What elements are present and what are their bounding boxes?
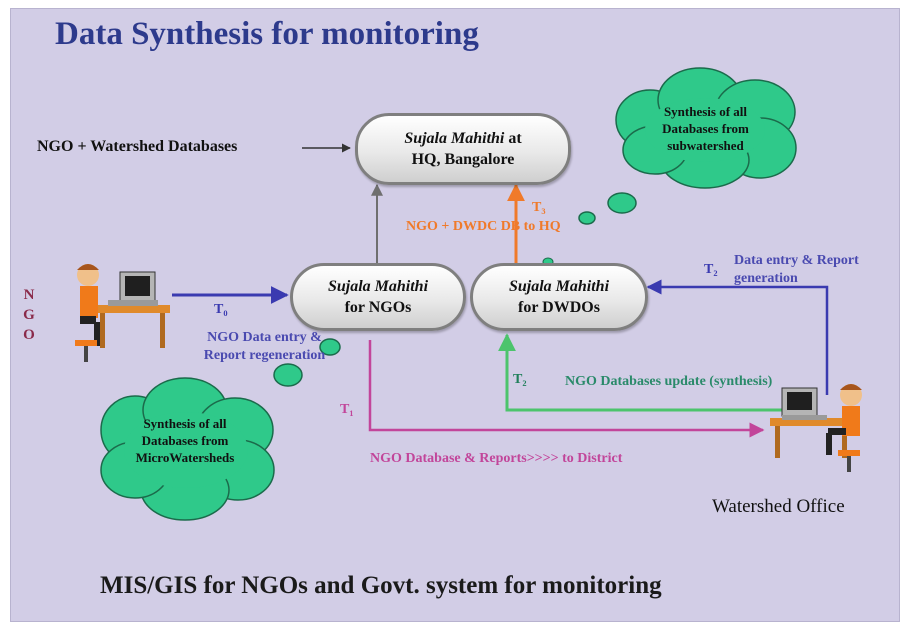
ngo-db-reports-label: NGO Database & Reports>>>> to District xyxy=(370,451,623,466)
ngo-dwdc-db-label: NGO + DWDC DB to HQ xyxy=(406,219,561,234)
t1-label: T₁ xyxy=(340,402,354,417)
ngo-db-update-label: NGO Databases update (synthesis) xyxy=(565,374,773,389)
cloud-bottom-left xyxy=(100,315,373,521)
arrow-office-to-dwdo xyxy=(646,279,829,395)
databases-label: NGO + Watershed Databases xyxy=(37,138,238,155)
cloud-bottom-left-text: Synthesis of all Databases from MicroWat… xyxy=(135,416,235,465)
arrow-ngo-to-district xyxy=(368,340,765,438)
page-subtitle: MIS/GIS for NGOs and Govt. system for mo… xyxy=(100,572,662,599)
t0-label: T₀ xyxy=(214,302,228,317)
data-entry-report-label: Data entry & Report generation xyxy=(734,253,859,286)
ngo-computer-person-icon xyxy=(75,264,170,362)
node-hq: Sujala Mahithi at HQ, Bangalore xyxy=(355,113,571,185)
cloud-top-right-text: Synthesis of all Databases from subwater… xyxy=(662,104,749,153)
page-title: Data Synthesis for monitoring xyxy=(55,16,479,52)
arrow-synthesis-to-dwdo xyxy=(498,333,800,412)
ngo-data-entry-label: NGO Data entry & Report regeneration xyxy=(203,330,326,363)
t3-label: T₃ xyxy=(532,200,546,215)
t-green-label: T₂ xyxy=(513,372,527,387)
ngo-vertical-label: N G O xyxy=(23,287,35,343)
t2-label: T₂ xyxy=(704,262,718,277)
watershed-office-label: Watershed Office xyxy=(712,496,845,517)
office-computer-person-icon xyxy=(770,384,862,472)
node-dwdos: Sujala Mahithi for DWDOs xyxy=(470,263,648,331)
node-ngos: Sujala Mahithi for NGOs xyxy=(290,263,466,331)
cloud-top-right xyxy=(578,67,797,225)
